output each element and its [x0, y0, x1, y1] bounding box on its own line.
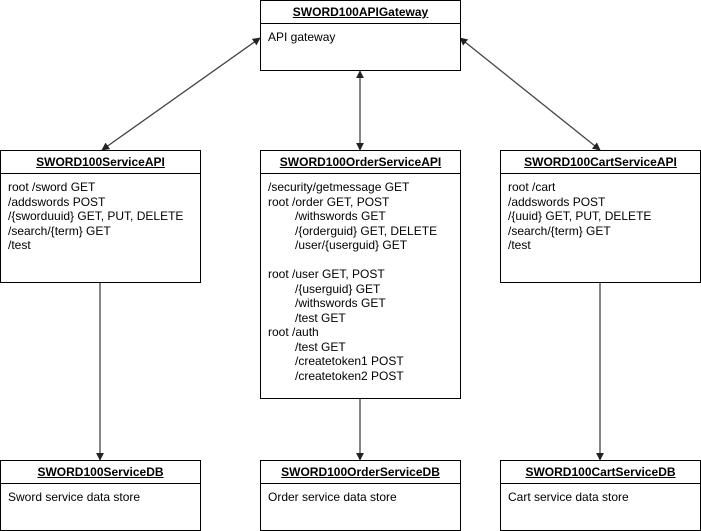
- endpoint-line: /test: [8, 238, 31, 252]
- endpoint-line: root /order GET, POST: [268, 194, 390, 209]
- order-service-api-box[interactable]: SWORD100OrderServiceAPI /security/getmes…: [260, 150, 461, 399]
- cart-service-db-title: SWORD100CartServiceDB: [501, 461, 700, 484]
- endpoint-line: /{userguid} GET: [295, 281, 381, 296]
- endpoint-line: /{orderguid} GET, DELETE: [295, 223, 438, 238]
- endpoint-line: /createtoken2 POST: [295, 368, 404, 383]
- endpoint-line: /{uuid} GET, PUT, DELETE: [508, 209, 652, 223]
- cart-service-api-title: SWORD100CartServiceAPI: [501, 151, 700, 174]
- endpoint-line: /search/{term} GET: [508, 223, 611, 238]
- blank-line: [268, 253, 460, 268]
- order-service-db-description: Order service data store: [261, 484, 460, 505]
- gateway-to-cart-service-api-connector: [459, 37, 601, 151]
- endpoint-line: /{sworduuid} GET, PUT, DELETE: [8, 209, 184, 223]
- gateway-title: SWORD100APIGateway: [261, 1, 460, 24]
- endpoint-line: root /sword GET: [8, 180, 96, 194]
- order-service-db-box[interactable]: SWORD100OrderServiceDB Order service dat…: [260, 460, 461, 531]
- service-db-description-text: Sword service data store: [8, 490, 141, 504]
- service-db-title: SWORD100ServiceDB: [1, 461, 200, 484]
- gateway-description: API gateway: [261, 24, 460, 45]
- endpoint-line: /search/{term} GET: [8, 223, 111, 238]
- endpoint-line: root /auth: [268, 325, 319, 339]
- service-api-title: SWORD100ServiceAPI: [1, 151, 200, 174]
- endpoint-line: /withswords GET: [295, 296, 386, 310]
- gateway-box[interactable]: SWORD100APIGateway API gateway: [260, 0, 461, 71]
- endpoint-line: /addswords POST: [508, 194, 606, 209]
- cart-service-api-box[interactable]: SWORD100CartServiceAPI root /cart/addswo…: [500, 150, 701, 283]
- gateway-description-text: API gateway: [268, 30, 336, 44]
- service-db-box[interactable]: SWORD100ServiceDB Sword service data sto…: [0, 460, 201, 531]
- service-db-description: Sword service data store: [1, 484, 200, 505]
- service-api-endpoints: root /sword GET/addswords POST/{sworduui…: [1, 174, 200, 253]
- order-service-db-title: SWORD100OrderServiceDB: [261, 461, 460, 484]
- service-api-box[interactable]: SWORD100ServiceAPI root /sword GET/addsw…: [0, 150, 201, 283]
- endpoint-line: /user/{userguid} GET: [295, 238, 408, 252]
- cart-service-db-box[interactable]: SWORD100CartServiceDB Cart service data …: [500, 460, 701, 531]
- order-service-db-description-text: Order service data store: [268, 490, 397, 504]
- endpoint-line: /addswords POST: [8, 194, 106, 209]
- order-service-api-title: SWORD100OrderServiceAPI: [261, 151, 460, 174]
- endpoint-line: /security/getmessage GET: [268, 180, 410, 194]
- cart-service-db-description: Cart service data store: [501, 484, 700, 505]
- endpoint-line: /createtoken1 POST: [295, 354, 404, 368]
- endpoint-line: /test GET: [295, 339, 346, 354]
- endpoint-line: /test: [508, 238, 531, 252]
- gateway-to-service-api-connector: [101, 37, 261, 151]
- endpoint-line: root /user GET, POST: [268, 267, 385, 281]
- cart-service-db-description-text: Cart service data store: [508, 490, 629, 504]
- endpoint-line: /withswords GET: [295, 209, 386, 223]
- endpoint-line: root /cart: [508, 180, 556, 194]
- endpoint-line: /test GET: [295, 310, 346, 325]
- cart-service-api-endpoints: root /cart/addswords POST/{uuid} GET, PU…: [501, 174, 700, 253]
